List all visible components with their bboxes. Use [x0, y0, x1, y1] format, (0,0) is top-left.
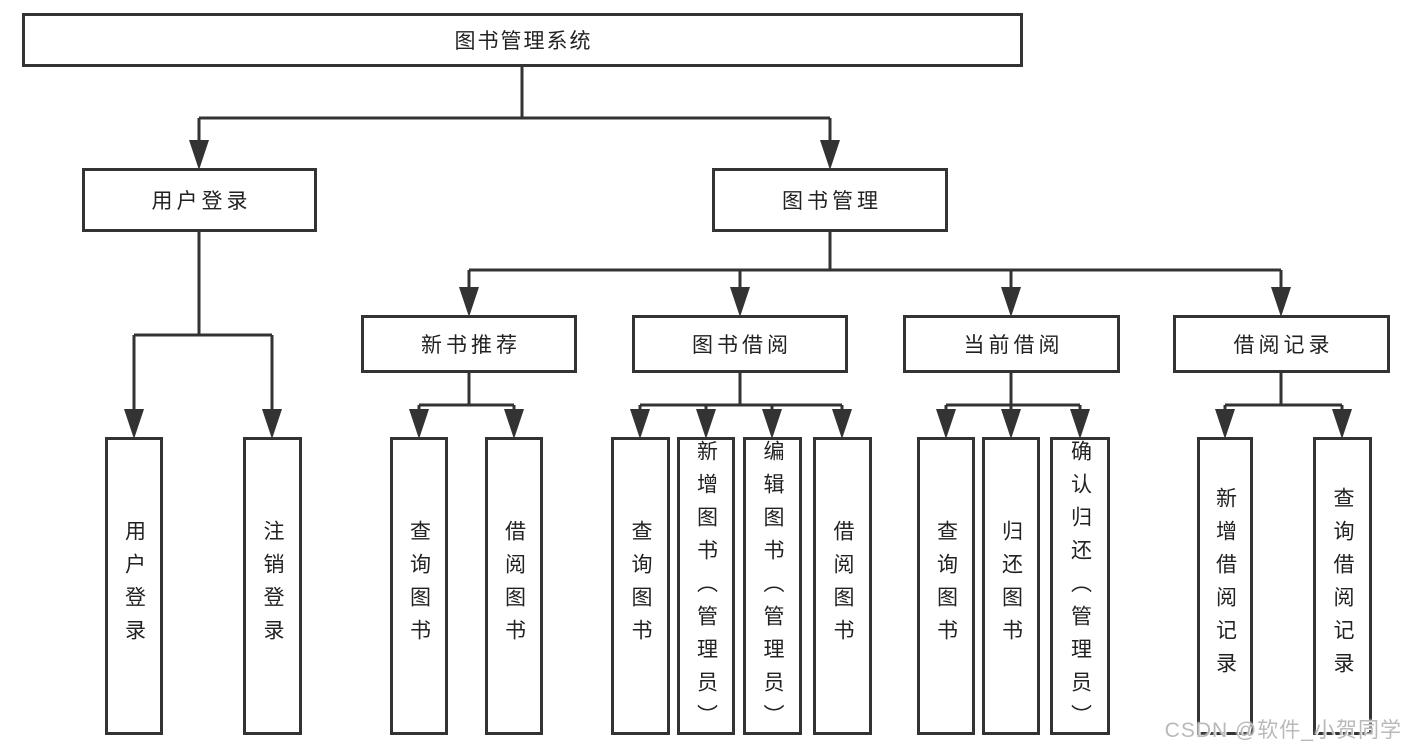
- node-book-management-label: 图书管理: [782, 190, 882, 213]
- arrow-icon: [1001, 287, 1021, 317]
- leaf-query-borrow-record-label: 查询借阅记录: [1331, 487, 1354, 685]
- node-user-login-label: 用户登录: [151, 190, 252, 213]
- leaf-add-books-admin-label: 新增图书（管理员）: [694, 440, 718, 737]
- arrow-icon: [832, 409, 852, 439]
- arrow-icon: [189, 140, 209, 170]
- leaf-borrow-query-books: 查询图书: [611, 437, 670, 735]
- leaf-borrow-books: 借阅图书: [813, 437, 872, 735]
- node-borrow-records-label: 借阅记录: [1233, 334, 1334, 357]
- node-new-book-recommend: 新书推荐: [361, 315, 577, 373]
- arrow-icon: [936, 409, 956, 439]
- arrow-icon: [1215, 409, 1235, 439]
- leaf-recommend-query-books-label: 查询图书: [407, 520, 431, 652]
- leaf-return-books-label: 归还图书: [999, 520, 1023, 652]
- leaf-return-books: 归还图书: [982, 437, 1040, 735]
- leaf-user-login-label: 用户登录: [122, 520, 146, 652]
- leaf-recommend-query-books: 查询图书: [390, 437, 448, 735]
- node-new-book-recommend-label: 新书推荐: [421, 334, 521, 357]
- leaf-logout-label: 注销登录: [261, 520, 284, 652]
- arrow-icon: [762, 409, 782, 439]
- node-user-login: 用户登录: [82, 168, 317, 232]
- leaf-current-query-books: 查询图书: [917, 437, 975, 735]
- arrow-icon: [1271, 287, 1291, 317]
- leaf-edit-books-admin: 编辑图书（管理员）: [743, 437, 802, 737]
- arrow-icon: [630, 409, 650, 439]
- leaf-add-borrow-record: 新增借阅记录: [1197, 437, 1253, 735]
- node-book-management: 图书管理: [712, 168, 948, 232]
- watermark: CSDN @软件_小贺同学: [1164, 719, 1402, 742]
- leaf-borrow-query-books-label: 查询图书: [629, 520, 652, 652]
- leaf-borrow-books-label: 借阅图书: [831, 520, 854, 652]
- leaf-query-borrow-record: 查询借阅记录: [1313, 437, 1372, 735]
- node-book-borrow: 图书借阅: [632, 315, 848, 373]
- node-root: 图书管理系统: [22, 13, 1023, 67]
- leaf-confirm-return-admin-label: 确认归还（管理员）: [1068, 440, 1092, 737]
- arrow-icon: [124, 409, 144, 439]
- arrow-icon: [504, 409, 524, 439]
- arrow-icon: [820, 140, 840, 170]
- node-current-borrow: 当前借阅: [903, 315, 1120, 373]
- node-book-borrow-label: 图书借阅: [692, 334, 792, 357]
- arrow-icon: [1070, 409, 1090, 439]
- arrow-icon: [262, 409, 282, 439]
- leaf-add-borrow-record-label: 新增借阅记录: [1213, 487, 1237, 685]
- leaf-current-query-books-label: 查询图书: [934, 520, 958, 652]
- leaf-logout: 注销登录: [243, 437, 302, 735]
- arrow-icon: [696, 409, 716, 439]
- leaf-recommend-borrow-books: 借阅图书: [485, 437, 543, 735]
- leaf-user-login: 用户登录: [105, 437, 163, 735]
- arrow-icon: [459, 287, 479, 317]
- arrow-icon: [730, 287, 750, 317]
- node-borrow-records: 借阅记录: [1173, 315, 1390, 373]
- leaf-recommend-borrow-books-label: 借阅图书: [502, 520, 526, 652]
- node-current-borrow-label: 当前借阅: [963, 334, 1064, 357]
- arrow-icon: [409, 409, 429, 439]
- leaf-edit-books-admin-label: 编辑图书（管理员）: [761, 440, 784, 737]
- leaf-confirm-return-admin: 确认归还（管理员）: [1050, 437, 1110, 737]
- arrow-icon: [1001, 409, 1021, 439]
- node-root-label: 图书管理系统: [454, 30, 593, 53]
- leaf-add-books-admin: 新增图书（管理员）: [677, 437, 735, 737]
- arrow-icon: [1332, 409, 1352, 439]
- arrowheads: [124, 140, 1352, 439]
